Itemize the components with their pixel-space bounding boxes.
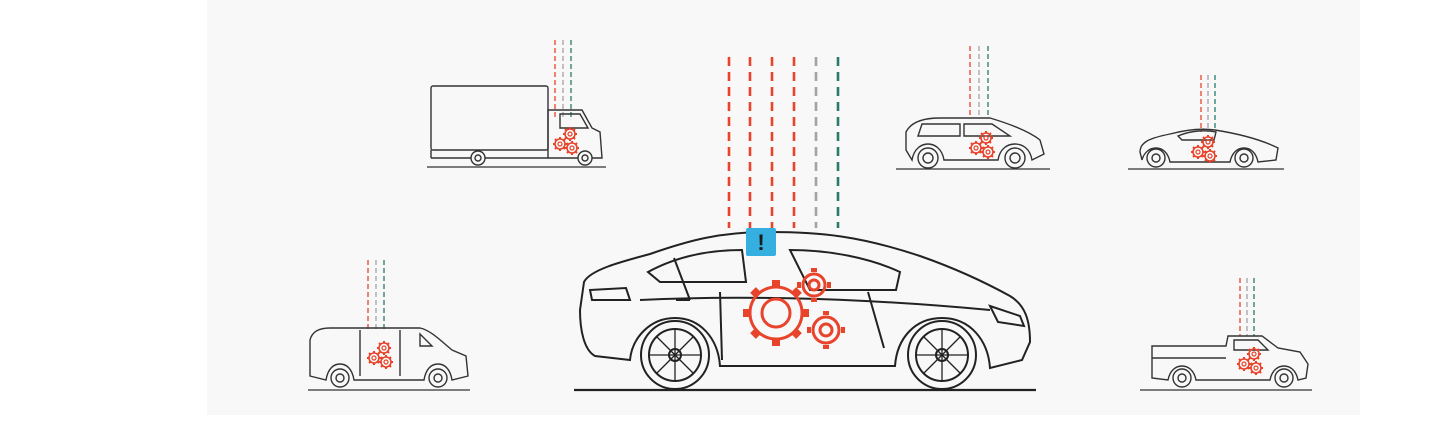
pickup-truck: [1140, 278, 1312, 391]
gear-icon: [1237, 347, 1263, 375]
signal-lines: [554, 40, 572, 118]
hero-car: [574, 57, 1036, 392]
alert-symbol: !: [757, 230, 764, 255]
gear-icon: [743, 268, 845, 349]
gear-icon: [367, 341, 393, 369]
gear-icon: [1191, 135, 1217, 163]
suv: [896, 46, 1050, 170]
van: [308, 260, 470, 391]
box-truck: [427, 40, 606, 168]
alert-icon: !: [746, 228, 776, 256]
hero-signal-lines: [727, 57, 840, 228]
gear-icon: [969, 131, 995, 159]
gear-icon: [553, 127, 579, 155]
sports-car: [1128, 75, 1284, 170]
